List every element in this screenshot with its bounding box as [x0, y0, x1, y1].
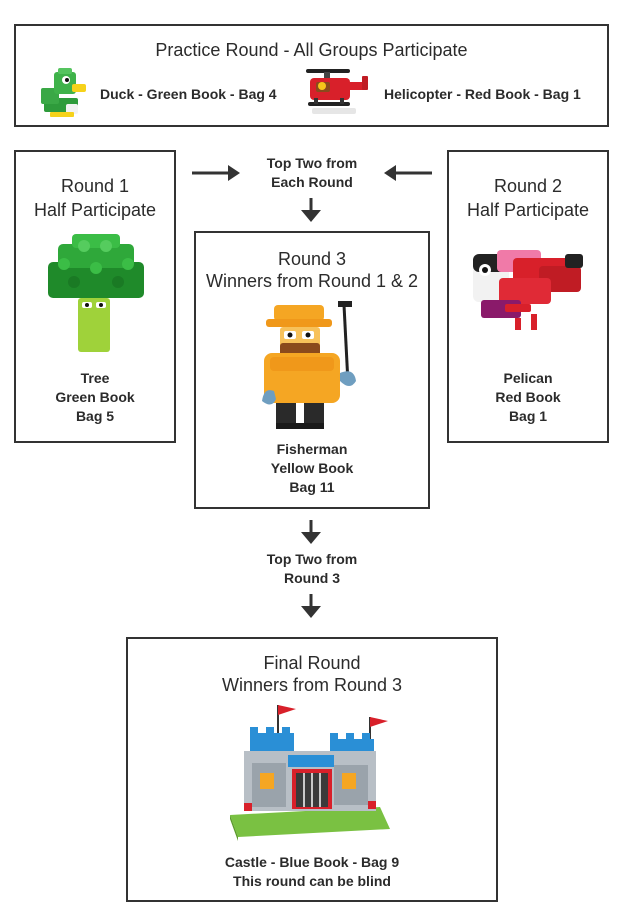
round2-caption-line1: Pelican — [503, 370, 553, 386]
round3-caption-line1: Fisherman — [276, 441, 348, 457]
duck-image — [38, 64, 90, 118]
tree-image — [44, 232, 148, 356]
round1-title-line2: Half Participate — [33, 200, 157, 220]
arrow-down-icon — [299, 594, 323, 620]
final-caption: Castle - Blue Book - Bag 9 This round ca… — [128, 853, 496, 891]
round1-title-line1: Round 1 — [60, 176, 130, 196]
top-flow-line1: Top Two from — [266, 155, 358, 171]
final-caption-line1: Castle - Blue Book - Bag 9 — [224, 854, 400, 870]
pelican-image — [469, 244, 589, 344]
fisherman-image — [262, 299, 366, 435]
practice-round-title: Practice Round - All Groups Participate — [155, 40, 468, 60]
round3-title-line1: Round 3 — [277, 249, 347, 269]
round1-caption-line3: Bag 5 — [75, 408, 115, 424]
round1-caption: Tree Green Book Bag 5 — [16, 369, 174, 426]
round3-caption-line2: Yellow Book — [270, 460, 354, 476]
round2-caption: Pelican Red Book Bag 1 — [449, 369, 607, 426]
round1-caption-line2: Green Book — [55, 389, 135, 405]
final-round-box: Final Round Winners from Round 3 — [126, 637, 498, 902]
mid-flow-line1: Top Two from — [266, 551, 358, 567]
mid-flow-label: Top Two from Round 3 — [232, 550, 392, 588]
helicopter-image — [302, 66, 372, 118]
duck-label: Duck - Green Book - Bag 4 — [100, 86, 277, 102]
round3-box: Round 3 Winners from Round 1 & 2 Fisherm… — [194, 231, 430, 509]
round3-caption-line3: Bag 11 — [289, 479, 335, 495]
mid-flow-line2: Round 3 — [284, 570, 340, 586]
round3-title-line2: Winners from Round 1 & 2 — [205, 271, 419, 291]
round2-caption-line2: Red Book — [495, 389, 561, 405]
final-caption-line2: This round can be blind — [233, 873, 391, 889]
arrow-right-icon — [192, 163, 242, 183]
final-title-line2: Winners from Round 3 — [221, 675, 403, 695]
round2-caption-line3: Bag 1 — [508, 408, 548, 424]
top-flow-label: Top Two from Each Round — [232, 154, 392, 192]
arrow-left-icon — [382, 163, 432, 183]
arrow-down-icon — [299, 520, 323, 546]
helicopter-label: Helicopter - Red Book - Bag 1 — [384, 86, 581, 102]
round2-box: Round 2 Half Participate Pelican Red Boo… — [447, 150, 609, 443]
castle-image — [230, 703, 390, 843]
round3-caption: Fisherman Yellow Book Bag 11 — [196, 440, 428, 497]
arrow-down-icon — [299, 198, 323, 224]
final-title-line1: Final Round — [263, 653, 361, 673]
round2-title-line1: Round 2 — [493, 176, 563, 196]
round1-box: Round 1 Half Participate Tree Green Book… — [14, 150, 176, 443]
top-flow-line2: Each Round — [271, 174, 353, 190]
practice-round-box: Practice Round - All Groups Participate … — [14, 24, 609, 127]
round2-title-line2: Half Participate — [466, 200, 590, 220]
round1-caption-line1: Tree — [80, 370, 110, 386]
